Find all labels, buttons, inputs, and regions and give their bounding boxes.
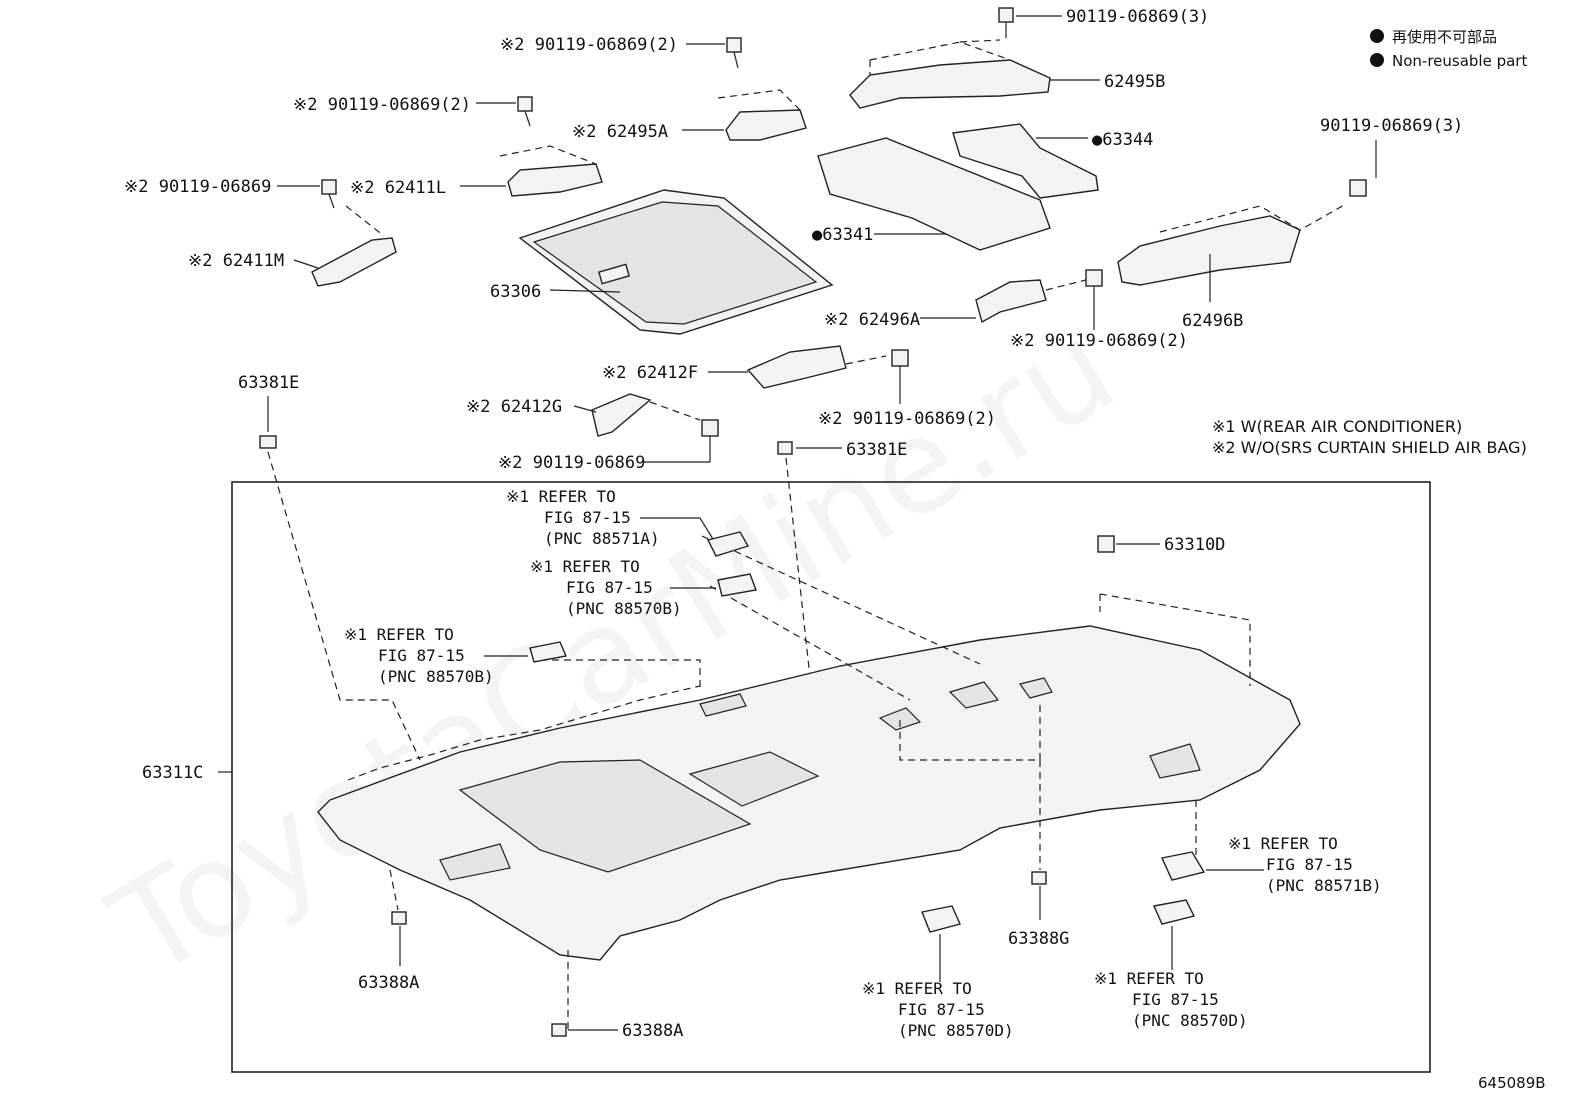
bolt-icon [1349, 140, 1377, 197]
ref-88570D-right: ※1 REFER TO FIG 87-15 (PNC 88570D) [1094, 899, 1248, 1030]
note-no-airbag: ※2 W/O(SRS CURTAIN SHIELD AIR BAG) [1212, 438, 1527, 457]
legend-dot-icon [1370, 29, 1384, 43]
label-62495A: ※2 62495A [572, 122, 668, 142]
bolt-icon [726, 37, 742, 69]
bolt-icon [517, 96, 533, 127]
part-62496A [975, 279, 1087, 324]
label-62496B: 62496B [1182, 311, 1243, 331]
label-bolt-a: ※2 90119-06869(2) [500, 35, 678, 55]
part-63344 [952, 123, 1099, 199]
bolt-icon [891, 349, 909, 404]
label-bolt-b: ※2 90119-06869(2) [293, 95, 471, 115]
ref-line: (PNC 88570B) [378, 667, 494, 686]
legend-en-label: Non-reusable part [1392, 52, 1527, 70]
label-62412F: ※2 62412F [602, 363, 698, 383]
label-63341: ●63341 [812, 225, 873, 245]
legend-jp-label: 再使用不可部品 [1392, 28, 1497, 46]
bolt-icon [644, 419, 719, 463]
label-63381E-left: 63381E [238, 373, 299, 393]
ref-line: ※1 REFER TO [530, 557, 640, 576]
ref-line: ※1 REFER TO [1228, 834, 1338, 853]
label-63310D: 63310D [1164, 535, 1225, 555]
ref-line: FIG 87-15 [544, 508, 631, 527]
label-bolt-62412G: ※2 90119-06869 [498, 453, 645, 473]
label-bolt-c: ※2 90119-06869 [124, 177, 271, 197]
ref-88570B-left: ※1 REFER TO FIG 87-15 (PNC 88570B) [344, 625, 567, 686]
diagram-code: 645089B [1478, 1074, 1546, 1092]
part-63341 [817, 137, 1051, 251]
ref-line: FIG 87-15 [1266, 855, 1353, 874]
label-63388A-bottom: 63388A [622, 1021, 683, 1041]
ref-88571B: ※1 REFER TO FIG 87-15 (PNC 88571B) [1160, 834, 1382, 895]
legend-dot-icon [1370, 53, 1384, 67]
clip-icon [259, 396, 277, 449]
ref-line: (PNC 88570D) [1132, 1011, 1248, 1030]
label-62495B: 62495B [1104, 72, 1165, 92]
part-62496B [1117, 203, 1347, 286]
part-62495A [717, 89, 807, 141]
bolt-icon [1085, 269, 1103, 330]
ref-line: ※1 REFER TO [862, 979, 972, 998]
part-62411L [499, 145, 603, 197]
label-90119-06869-3-right: 90119-06869(3) [1320, 116, 1463, 136]
ref-line: FIG 87-15 [378, 646, 465, 665]
label-63388A-left: 63388A [358, 973, 419, 993]
label-bolt-62412F: ※2 90119-06869(2) [818, 409, 996, 429]
ref-line: FIG 87-15 [1132, 990, 1219, 1009]
bolt-icon [321, 179, 337, 209]
label-63306: 63306 [490, 282, 541, 302]
part-62412G [591, 393, 701, 437]
ref-88571A: ※1 REFER TO FIG 87-15 (PNC 88571A) [506, 487, 750, 557]
ref-line: ※1 REFER TO [506, 487, 616, 506]
part-62495B [849, 39, 1051, 109]
bolt-icon [998, 7, 1014, 38]
ref-line: FIG 87-15 [898, 1000, 985, 1019]
headliner-assembly [317, 625, 1301, 961]
clip-icon [391, 911, 407, 966]
ref-line: FIG 87-15 [566, 578, 653, 597]
assembly-frame [231, 481, 1431, 1073]
label-63311C: 63311C [142, 763, 203, 783]
label-62411M: ※2 62411M [188, 251, 284, 271]
label-bolt-62496: ※2 90119-06869(2) [1010, 331, 1188, 351]
rear-console [688, 751, 820, 807]
label-62496A: ※2 62496A [824, 310, 920, 330]
clip-icon [551, 1023, 567, 1037]
clip-icon [777, 441, 793, 455]
part-63306 [518, 189, 834, 335]
clip-icon [1031, 871, 1047, 920]
note-rear-ac: ※1 W(REAR AIR CONDITIONER) [1212, 417, 1462, 436]
label-62412G: ※2 62412G [466, 397, 562, 417]
clip-icon [1097, 535, 1115, 553]
ref-line: (PNC 88571B) [1266, 876, 1382, 895]
ref-line: ※1 REFER TO [1094, 969, 1204, 988]
part-62412F [746, 345, 887, 389]
legend: 再使用不可部品 Non-reusable part [1370, 28, 1527, 70]
label-90119-06869-3-top: 90119-06869(3) [1066, 7, 1209, 27]
ref-88570D-mid: ※1 REFER TO FIG 87-15 (PNC 88570D) [862, 905, 1014, 1040]
label-62411L: ※2 62411L [350, 178, 446, 198]
label-63344: ●63344 [1092, 130, 1153, 150]
sunroof-opening [458, 759, 752, 873]
ref-line: (PNC 88570D) [898, 1021, 1014, 1040]
ref-line: (PNC 88571A) [544, 529, 660, 548]
ref-88570B-upper: ※1 REFER TO FIG 87-15 (PNC 88570B) [530, 557, 757, 618]
label-63388G: 63388G [1008, 929, 1069, 949]
ref-line: ※1 REFER TO [344, 625, 454, 644]
ref-line: (PNC 88570B) [566, 599, 682, 618]
label-63381E-mid: 63381E [846, 440, 907, 460]
part-62411M [311, 205, 397, 287]
